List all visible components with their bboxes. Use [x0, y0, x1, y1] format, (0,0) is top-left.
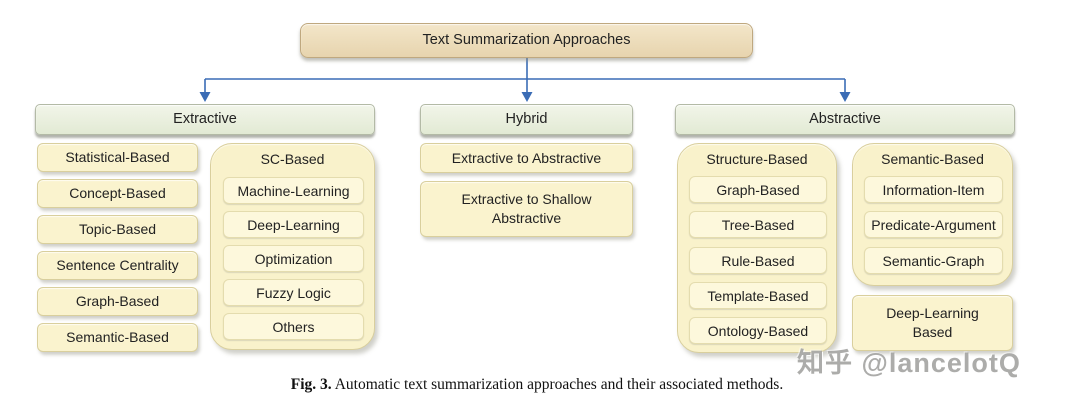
caption-label: Fig. 3. [290, 376, 332, 393]
node-optimization: Optimization [223, 245, 364, 272]
caption-text: Automatic text summarization approaches … [334, 376, 784, 393]
figure-caption: Fig. 3. Automatic text summarization app… [0, 376, 1074, 394]
node-deep-learning-based: Deep-Learning Based [852, 295, 1013, 351]
node-extractive-to-abstractive: Extractive to Abstractive [420, 143, 633, 173]
node-graph-based-abstractive: Graph-Based [689, 176, 827, 203]
node-extractive-to-shallow-abstractive: Extractive to Shallow Abstractive [420, 181, 633, 237]
connector-arrows [199, 58, 851, 102]
node-template-based: Template-Based [689, 282, 827, 309]
group-semantic-based: Semantic-Based Information-Item Predicat… [852, 143, 1013, 286]
node-machine-learning: Machine-Learning [223, 177, 364, 204]
group-sc-based: SC-Based Machine-Learning Deep-Learning … [210, 143, 375, 350]
node-tree-based: Tree-Based [689, 211, 827, 238]
node-semantic-graph: Semantic-Graph [864, 247, 1003, 274]
branch-header-extractive: Extractive [35, 104, 375, 135]
node-deep-learning: Deep-Learning [223, 211, 364, 238]
root-node: Text Summarization Approaches [300, 23, 753, 58]
node-graph-based-extractive: Graph-Based [37, 287, 198, 316]
node-statistical-based: Statistical-Based [37, 143, 198, 172]
node-predicate-argument: Predicate-Argument [864, 211, 1003, 238]
branch-header-hybrid: Hybrid [420, 104, 633, 135]
branch-header-abstractive: Abstractive [675, 104, 1015, 135]
node-sentence-centrality: Sentence Centrality [37, 251, 198, 280]
node-information-item: Information-Item [864, 176, 1003, 203]
node-fuzzy-logic: Fuzzy Logic [223, 279, 364, 306]
group-title-structure-based: Structure-Based [706, 151, 808, 167]
group-title-sc-based: SC-Based [260, 151, 325, 167]
node-topic-based: Topic-Based [37, 215, 198, 244]
node-semantic-based-extractive: Semantic-Based [37, 323, 198, 352]
node-ontology-based: Ontology-Based [689, 317, 827, 344]
node-others: Others [223, 313, 364, 340]
node-concept-based: Concept-Based [37, 179, 198, 208]
node-rule-based: Rule-Based [689, 247, 827, 274]
group-title-semantic-based: Semantic-Based [881, 151, 984, 167]
watermark: 知乎 @lancelotQ [797, 348, 1021, 378]
group-structure-based: Structure-Based Graph-Based Tree-Based R… [677, 143, 837, 353]
